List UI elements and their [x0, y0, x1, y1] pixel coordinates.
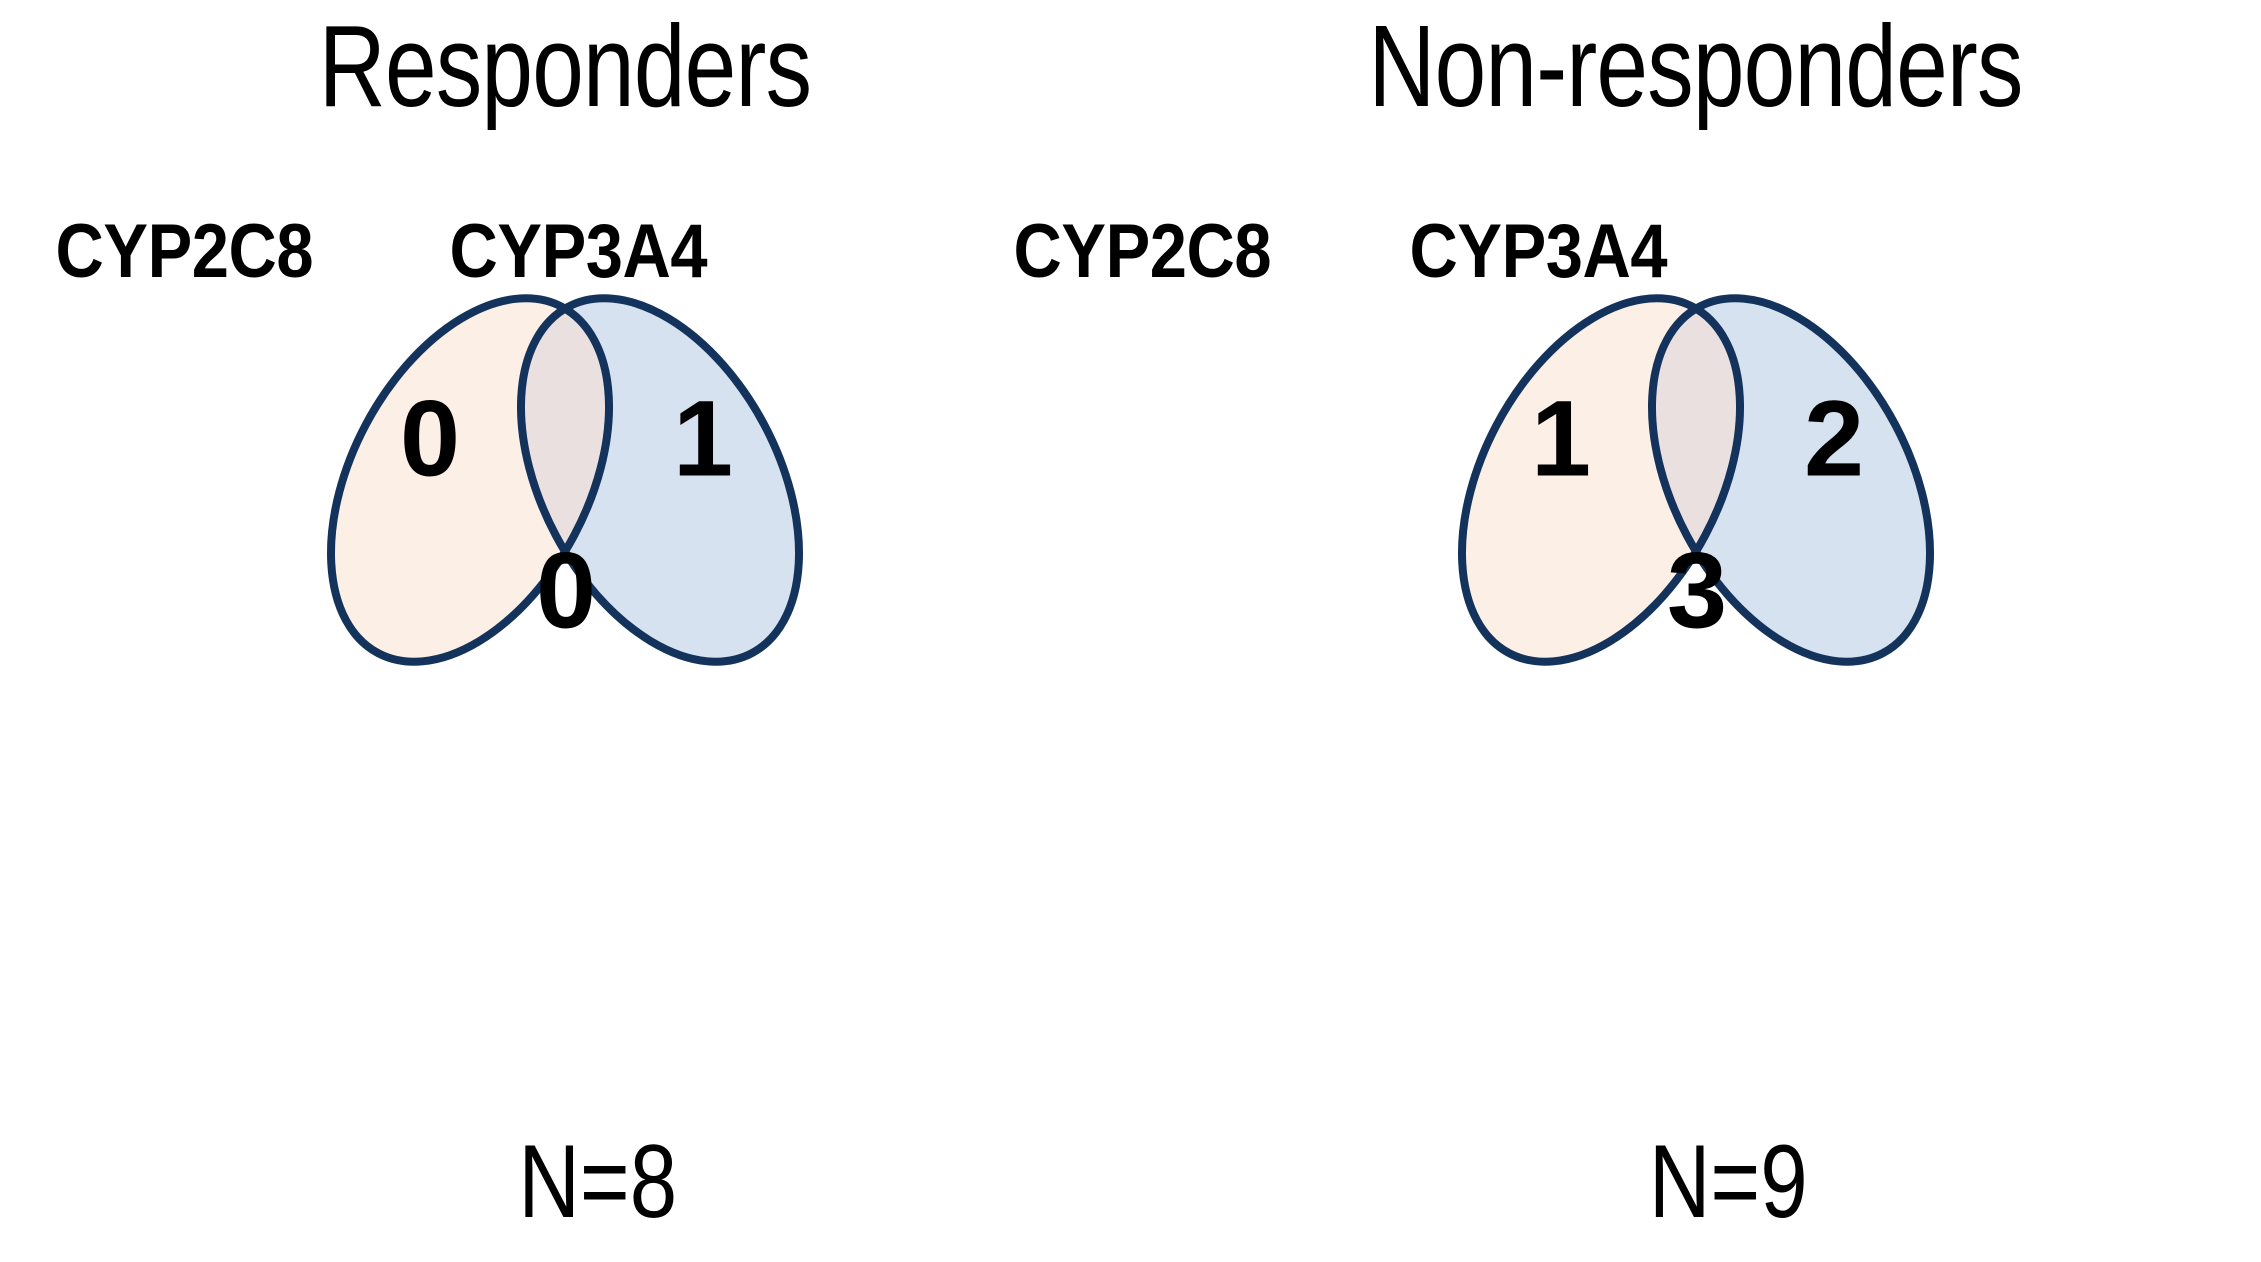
venn-svg: 0 1 0 — [326, 294, 804, 666]
total-count-label: N=9 — [1648, 1124, 1808, 1240]
panel-responders: Responders CYP2C8 CYP3A4 — [0, 0, 1130, 1262]
set-b-outline — [1647, 294, 1934, 666]
count-intersection: 0 — [536, 530, 596, 651]
set-label-cyp3a4: CYP3A4 — [449, 209, 708, 294]
count-b-only: 2 — [1803, 378, 1863, 499]
count-a-only: 1 — [1530, 378, 1590, 499]
total-count-label: N=8 — [518, 1124, 678, 1240]
venn-diagram-responders: 0 1 0 — [0, 290, 1130, 710]
count-b-only: 1 — [673, 378, 733, 499]
venn-diagram-non-responders: 1 2 3 — [1130, 290, 2261, 710]
page-title: Non-responders — [1368, 1, 2023, 131]
set-b-outline — [516, 294, 804, 666]
set-label-cyp3a4: CYP3A4 — [1409, 209, 1668, 294]
page-title: Responders — [318, 1, 812, 131]
set-label-cyp2c8: CYP2C8 — [55, 209, 314, 294]
count-a-only: 0 — [400, 378, 460, 499]
panel-non-responders: Non-responders CYP2C8 CYP3A4 — [1014, 0, 2261, 1262]
venn-svg: 1 2 3 — [1457, 294, 1934, 666]
count-intersection: 3 — [1666, 530, 1726, 651]
set-label-cyp2c8: CYP2C8 — [1013, 209, 1272, 294]
